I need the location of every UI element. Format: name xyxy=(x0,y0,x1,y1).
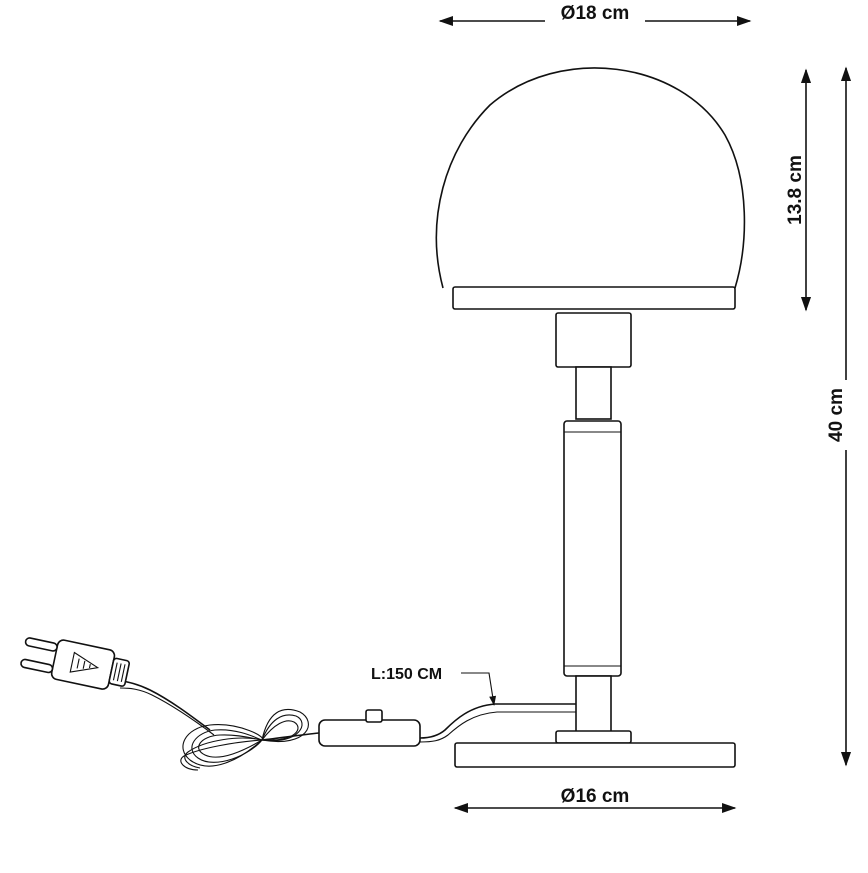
shade-diameter-dimension: Ø18 cm xyxy=(438,3,752,27)
lamp-base xyxy=(454,730,736,768)
shade-height-label: 13.8 cm xyxy=(785,155,806,225)
cable-length-label: L:150 CM xyxy=(371,666,442,683)
power-plug xyxy=(20,637,131,690)
lamp-stem xyxy=(563,420,622,733)
shade-height-dimension: 13.8 cm xyxy=(785,68,812,312)
total-height-label: 40 cm xyxy=(826,388,847,442)
shade-diameter-label: Ø18 cm xyxy=(561,3,630,24)
base-diameter-label: Ø16 cm xyxy=(561,786,630,807)
base-diameter-dimension: Ø16 cm xyxy=(453,785,737,814)
lamp-shade xyxy=(435,67,746,310)
switch-rocker xyxy=(365,709,383,723)
power-cable xyxy=(117,679,576,771)
total-height-dimension: 40 cm xyxy=(826,66,852,767)
lamp-socket xyxy=(555,312,632,420)
cable-switch xyxy=(318,719,421,747)
cable-length-callout: L:150 CM xyxy=(371,666,497,706)
